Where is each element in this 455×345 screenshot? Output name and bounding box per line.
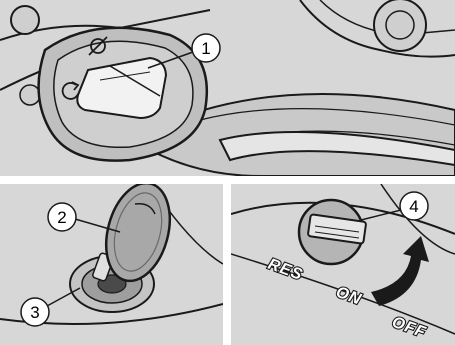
callout-2-label: 2 xyxy=(57,208,66,227)
callout-1-label: 1 xyxy=(201,39,210,58)
bolt xyxy=(11,6,39,34)
bolt xyxy=(20,85,40,105)
rotation-arrow xyxy=(371,236,429,306)
label-on: ON xyxy=(334,284,364,309)
callout-4-label: 4 xyxy=(409,197,418,216)
label-off: OFF xyxy=(390,314,429,342)
label-res: RES xyxy=(266,256,306,284)
panel-handlebar-switch: 1 xyxy=(0,0,455,176)
panel-fuel-cap: 2 3 xyxy=(0,184,223,345)
callout-3-label: 3 xyxy=(30,303,39,322)
bolt xyxy=(374,0,426,51)
panel-fuel-tap: RES ON OFF 4 xyxy=(231,184,455,345)
